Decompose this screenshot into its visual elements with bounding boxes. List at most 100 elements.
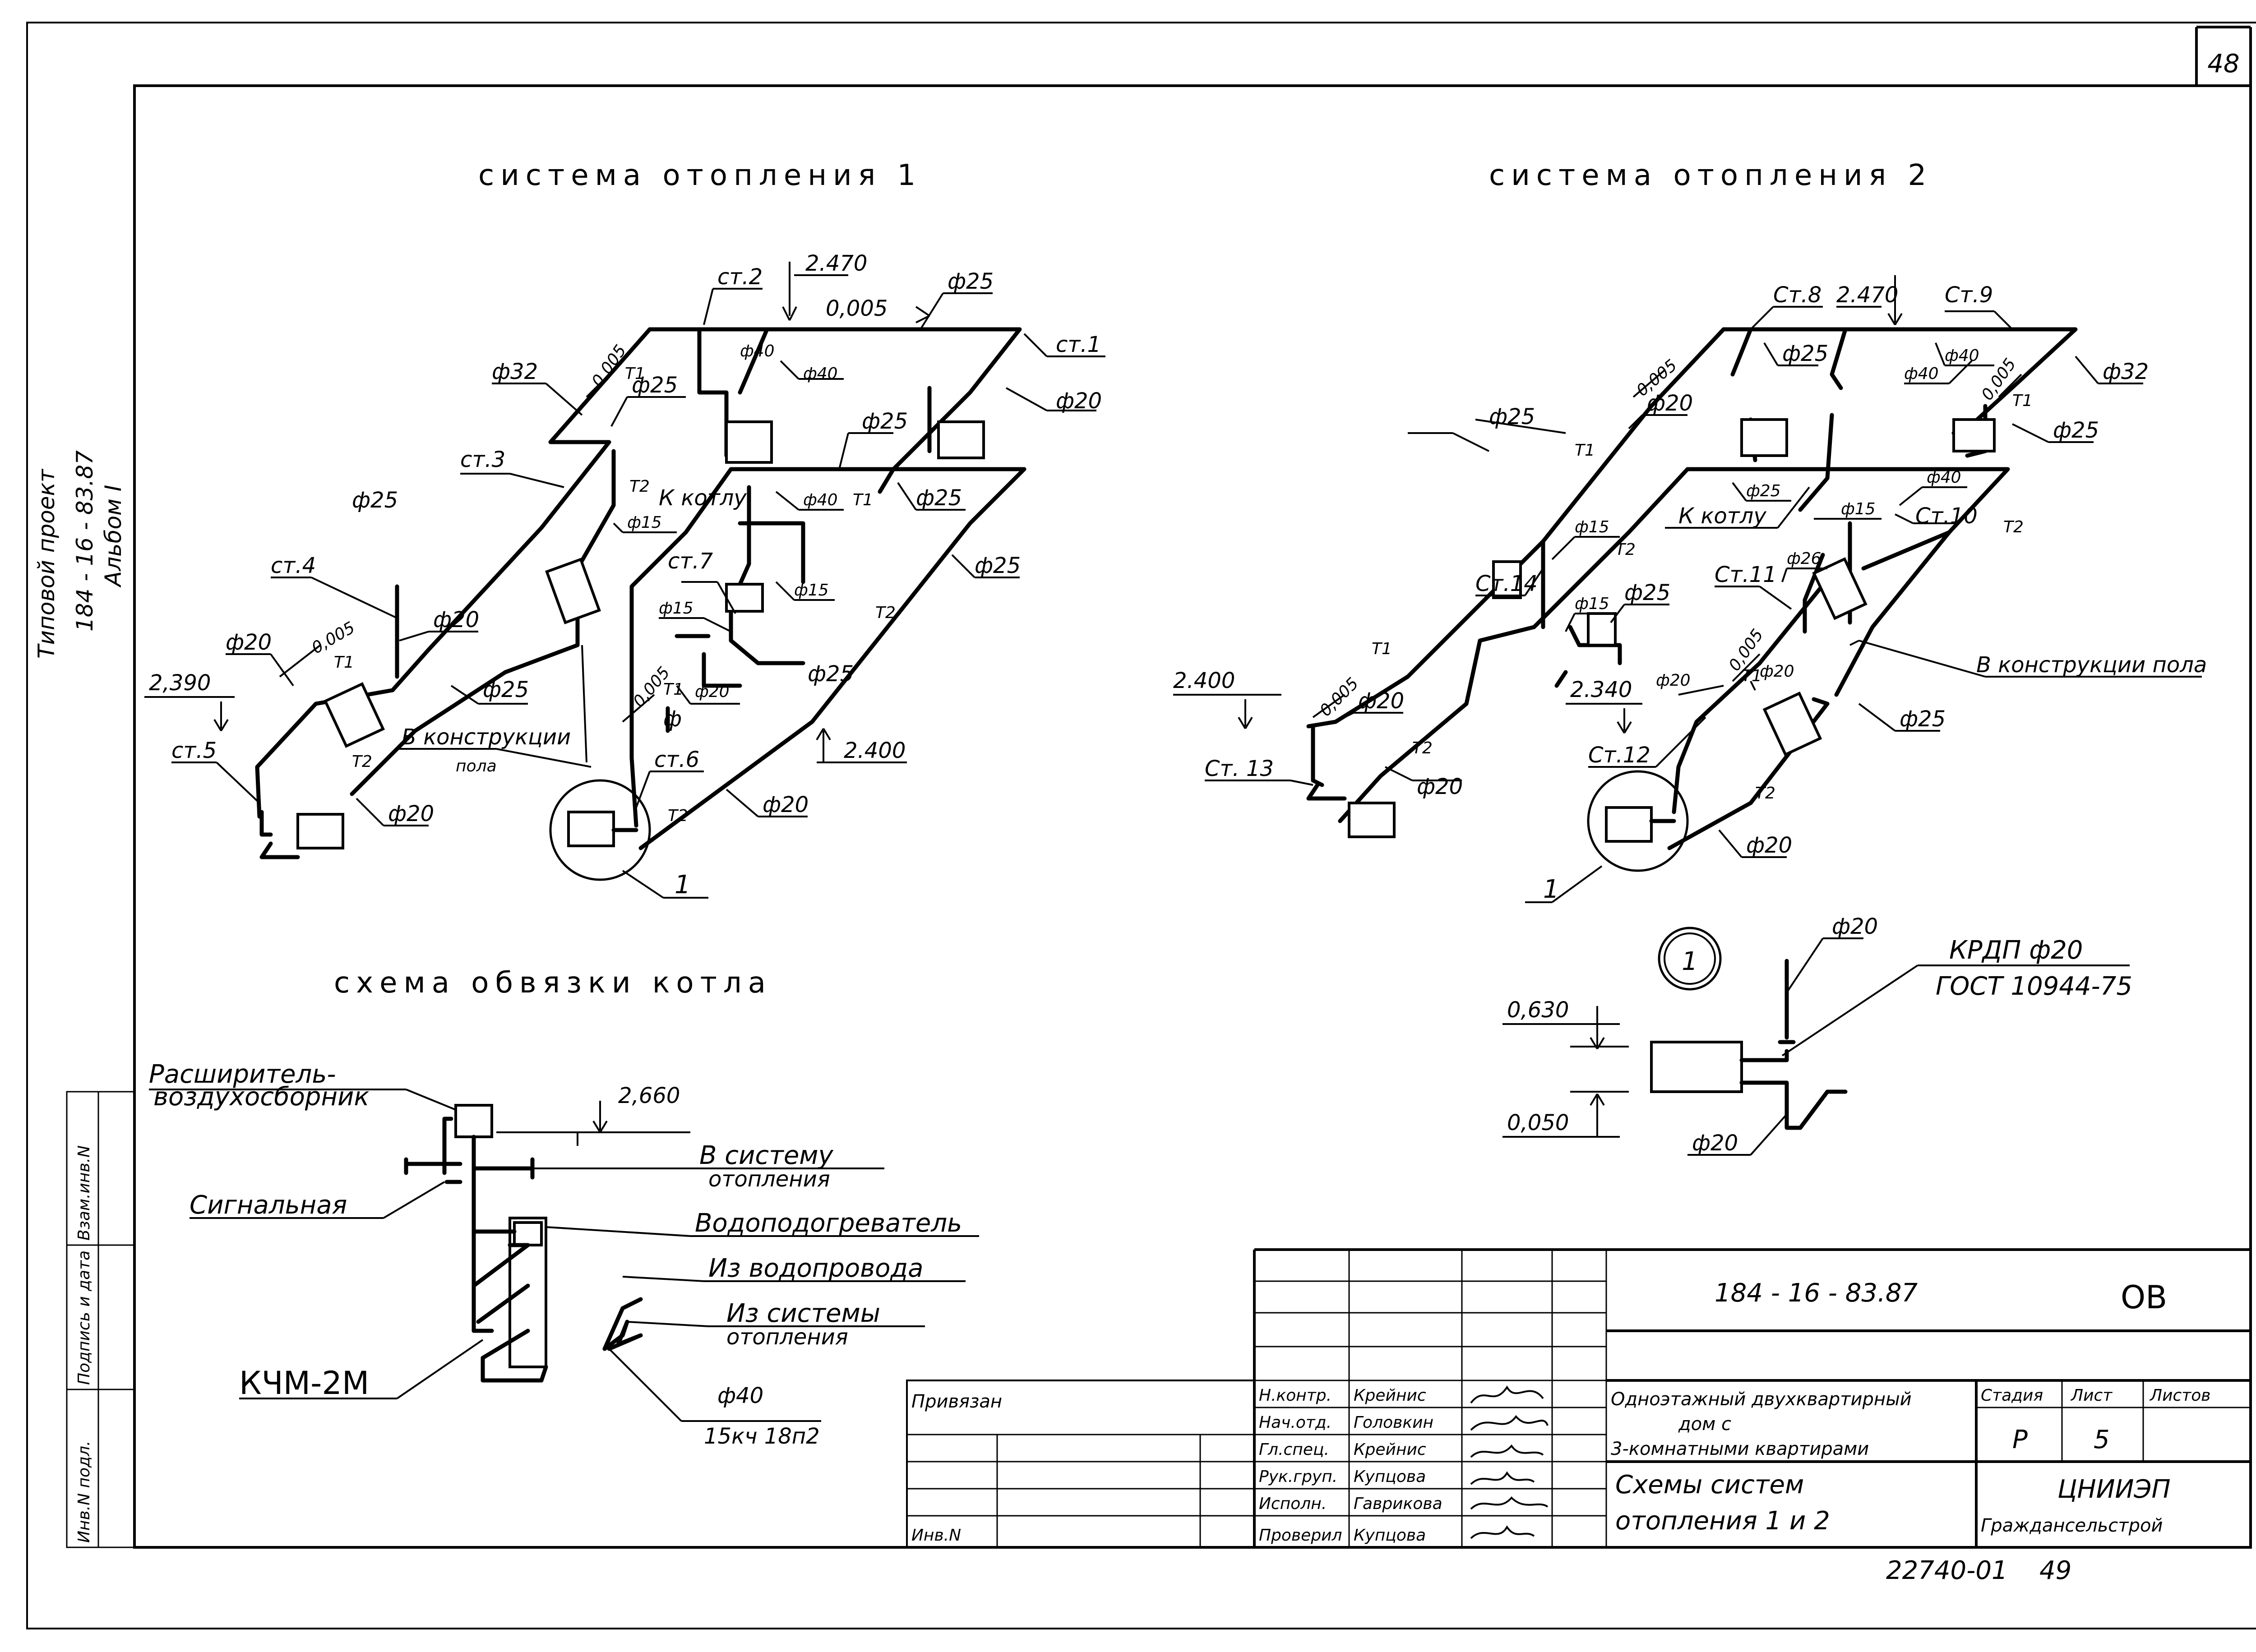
s2-t2-b: T2 bbox=[1615, 540, 1636, 559]
s2-d20-a: ф20 bbox=[1647, 391, 1693, 416]
s2-st12: Ст.12 bbox=[1588, 743, 1650, 768]
s2-st9: Ст.9 bbox=[1945, 282, 1993, 308]
s1-in-floor-2: пола bbox=[456, 757, 497, 775]
detail1-marker: 1 bbox=[1682, 947, 1698, 976]
page-number: 48 bbox=[2207, 49, 2239, 78]
detail-1: 1 ф20 КРДП ф20 ГОСТ 10944-75 0,630 0,050… bbox=[1502, 914, 2132, 1156]
s1-d40-a: ф40 bbox=[740, 342, 775, 360]
s1-t1-a: T1 bbox=[625, 365, 645, 383]
s1-d25-top: ф25 bbox=[948, 269, 994, 294]
s1-d20-d: ф20 bbox=[695, 683, 730, 701]
stamp-inv-podl: Инв.N подл. bbox=[75, 1441, 93, 1543]
tb-privyazan: Привязан bbox=[911, 1391, 1002, 1412]
tb-name-5: Купцова bbox=[1354, 1526, 1426, 1545]
inner-frame bbox=[133, 84, 2252, 1549]
tb-name-0: Крейнис bbox=[1354, 1386, 1426, 1405]
s1-el-2400: 2.400 bbox=[844, 738, 906, 763]
tb-inv: Инв.N bbox=[911, 1526, 961, 1545]
boiler-heater: Водоподогреватель bbox=[695, 1209, 962, 1238]
boiler-signal: Сигнальная bbox=[190, 1191, 347, 1220]
s2-st11: Ст.11 bbox=[1715, 562, 1777, 587]
boiler-el-2660: 2,660 bbox=[618, 1083, 680, 1108]
system1-callout: 1 bbox=[675, 870, 691, 900]
s2-d25-a: ф25 bbox=[1782, 341, 1828, 366]
s1-slope-top: 0,005 bbox=[826, 296, 888, 321]
signature-4 bbox=[1470, 1496, 1549, 1510]
tb-role-0: Н.контр. bbox=[1259, 1386, 1331, 1405]
boiler-from-system-2: отопления bbox=[726, 1324, 848, 1350]
s1-t2-a: T2 bbox=[629, 477, 650, 496]
s2-in-floor: В конструкции пола bbox=[1976, 652, 2207, 678]
s1-d40-c: ф40 bbox=[803, 491, 838, 509]
s1-d15-a: ф15 bbox=[627, 513, 662, 532]
boiler-to-system-1: В систему bbox=[699, 1141, 834, 1170]
s1-st6: ст.6 bbox=[654, 747, 699, 772]
side-project-label: Типовой проект 184 - 16 - 83.87 Альбом I bbox=[33, 450, 126, 659]
side-album: Альбом I bbox=[100, 485, 126, 588]
s1-el-2390: 2,390 bbox=[149, 670, 211, 696]
signature-3 bbox=[1470, 1471, 1535, 1485]
s2-st13: Ст. 13 bbox=[1205, 756, 1274, 781]
side-project-code: 184 - 16 - 83.87 bbox=[72, 450, 98, 632]
boiler-expander-2: воздухосборник bbox=[153, 1082, 369, 1112]
s1-to-boiler: К котлу bbox=[659, 485, 747, 511]
s1-d20-c: ф20 bbox=[388, 801, 434, 826]
s1-t2-c: T2 bbox=[352, 752, 372, 771]
s1-d40-b: ф40 bbox=[803, 365, 838, 383]
s2-el-2470: 2.470 bbox=[1836, 282, 1898, 308]
tb-mark: ОВ bbox=[2121, 1279, 2167, 1316]
s1-t2-b: T2 bbox=[875, 604, 896, 622]
s1-st1: ст.1 bbox=[1056, 332, 1101, 357]
tb-name-3: Купцова bbox=[1354, 1467, 1426, 1486]
detail1-valve: КРДП ф20 bbox=[1949, 936, 2083, 965]
s2-t2-c: T2 bbox=[1412, 739, 1433, 757]
s2-el-2400: 2.400 bbox=[1173, 668, 1235, 693]
s2-d20-e: ф20 bbox=[1417, 774, 1463, 799]
s2-d25-c: ф25 bbox=[1489, 404, 1535, 429]
side-project-title: Типовой проект bbox=[33, 468, 60, 659]
s2-to-boiler: К котлу bbox=[1678, 503, 1766, 529]
tb-object-2: дом с bbox=[1678, 1414, 1731, 1435]
s1-d15-b: ф15 bbox=[794, 581, 829, 600]
s1-d25-e: ф25 bbox=[975, 553, 1021, 578]
s2-st8: Ст.8 bbox=[1773, 282, 1821, 308]
s2-d20-d: ф20 bbox=[1358, 688, 1404, 714]
boiler-from-water: Из водопровода bbox=[708, 1254, 923, 1283]
s2-d40-b: ф40 bbox=[1904, 365, 1939, 383]
tb-name-4: Гаврикова bbox=[1354, 1495, 1442, 1513]
s2-d15-b: ф15 bbox=[1575, 518, 1609, 536]
tb-org-1: ЦНИИЭП bbox=[2057, 1475, 2171, 1504]
s1-t2-d: T2 bbox=[668, 807, 688, 825]
s2-d20-c: ф20 bbox=[1656, 671, 1691, 690]
tb-sheets-h: Листов bbox=[2149, 1386, 2210, 1405]
boiler-kchm: КЧМ-2М bbox=[239, 1365, 369, 1402]
s2-d15-c: ф15 bbox=[1575, 595, 1609, 613]
s2-st10: Ст.10 bbox=[1915, 503, 1978, 529]
s2-t1-a: T1 bbox=[2012, 392, 2033, 410]
signature-0 bbox=[1470, 1385, 1544, 1404]
tb-role-4: Исполн. bbox=[1259, 1495, 1327, 1513]
s2-d40-c: ф40 bbox=[1927, 468, 1961, 487]
detail1-el-0630: 0,630 bbox=[1507, 997, 1569, 1023]
tb-archive: 22740-01 bbox=[1886, 1556, 2008, 1585]
s1-d15-c: ф15 bbox=[659, 599, 693, 618]
heating-system-1: система отопления 1 1 bbox=[144, 159, 1105, 900]
s1-d20-right: ф20 bbox=[1056, 388, 1102, 414]
s2-d32: ф32 bbox=[2103, 359, 2149, 384]
s2-t1-d: T1 bbox=[1372, 640, 1392, 658]
tb-stage: Р bbox=[2012, 1425, 2028, 1454]
tb-role-2: Гл.спец. bbox=[1259, 1440, 1329, 1459]
stamp-vzam: Взам.инв.N bbox=[75, 1145, 93, 1241]
s1-d20-a: ф20 bbox=[226, 630, 272, 655]
tb-drawing-1: Схемы систем bbox=[1615, 1470, 1804, 1500]
s1-st2: ст.2 bbox=[717, 264, 763, 290]
tb-org-2: Граждансельстрой bbox=[1981, 1515, 2163, 1536]
s1-phi: ф bbox=[663, 706, 682, 732]
s2-d20-b: ф20 bbox=[1760, 662, 1794, 681]
s2-d20-f: ф20 bbox=[1746, 833, 1792, 858]
tb-object-3: 3-комнатными квартирами bbox=[1611, 1439, 1869, 1459]
detail1-el-0050: 0,050 bbox=[1507, 1110, 1569, 1135]
s2-d40-a: ф40 bbox=[1945, 346, 1979, 365]
tb-doc-code: 184 - 16 - 83.87 bbox=[1715, 1278, 1918, 1308]
